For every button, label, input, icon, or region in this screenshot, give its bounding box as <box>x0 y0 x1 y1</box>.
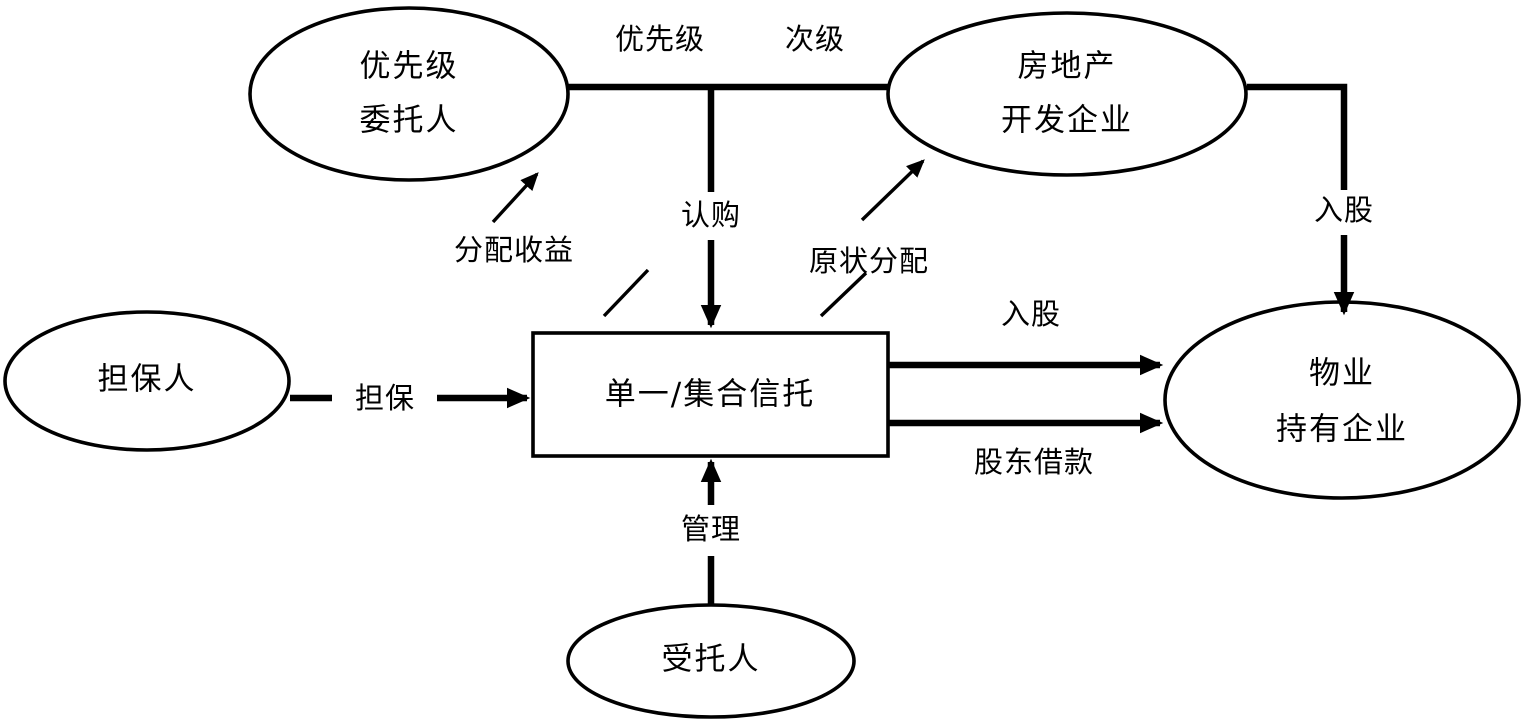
edge-developer-equity <box>1247 83 1355 316</box>
node-trustee-label: 受托人 <box>662 642 761 678</box>
edge-label-shareholder-loan: 股东借款 <box>974 445 1094 479</box>
node-guarantor-label: 担保人 <box>98 362 197 398</box>
node-trust-box[interactable]: 单一/集合信托 <box>531 331 890 458</box>
edge-label-subscription: 认购 <box>681 198 741 232</box>
node-property-holder[interactable]: 物业 持有企业 <box>1163 300 1521 500</box>
edge-in-kind-distribution <box>819 159 925 318</box>
edge-label-subordinate-tranche: 次级 <box>785 22 845 56</box>
node-real-estate-developer[interactable]: 房地产 开发企业 <box>886 11 1248 177</box>
edge-distribute-income <box>491 172 650 318</box>
node-trust-label: 单一/集合信托 <box>605 377 815 413</box>
edge-label-developer-equity: 入股 <box>1314 193 1374 227</box>
node-senior-trustor-line1: 优先级 <box>360 49 459 85</box>
node-senior-trustor-line2: 委托人 <box>360 103 459 139</box>
node-guarantor[interactable]: 担保人 <box>3 310 291 452</box>
edge-label-equity-investment: 入股 <box>1001 297 1061 331</box>
edge-label-management: 管理 <box>681 512 741 546</box>
edge-label-senior-tranche: 优先级 <box>615 22 705 56</box>
node-senior-trustor[interactable]: 优先级 委托人 <box>248 6 570 182</box>
node-developer-line2: 开发企业 <box>1001 103 1133 139</box>
node-developer-line1: 房地产 <box>1018 49 1117 85</box>
node-property-holder-line1: 物业 <box>1309 356 1375 392</box>
edge-label-in-kind-distribution: 原状分配 <box>809 244 929 278</box>
node-property-holder-line2: 持有企业 <box>1276 412 1408 448</box>
node-trustee[interactable]: 受托人 <box>566 603 856 719</box>
edge-label-guarantee: 担保 <box>355 381 415 415</box>
edge-label-distribute-income: 分配收益 <box>454 233 574 267</box>
